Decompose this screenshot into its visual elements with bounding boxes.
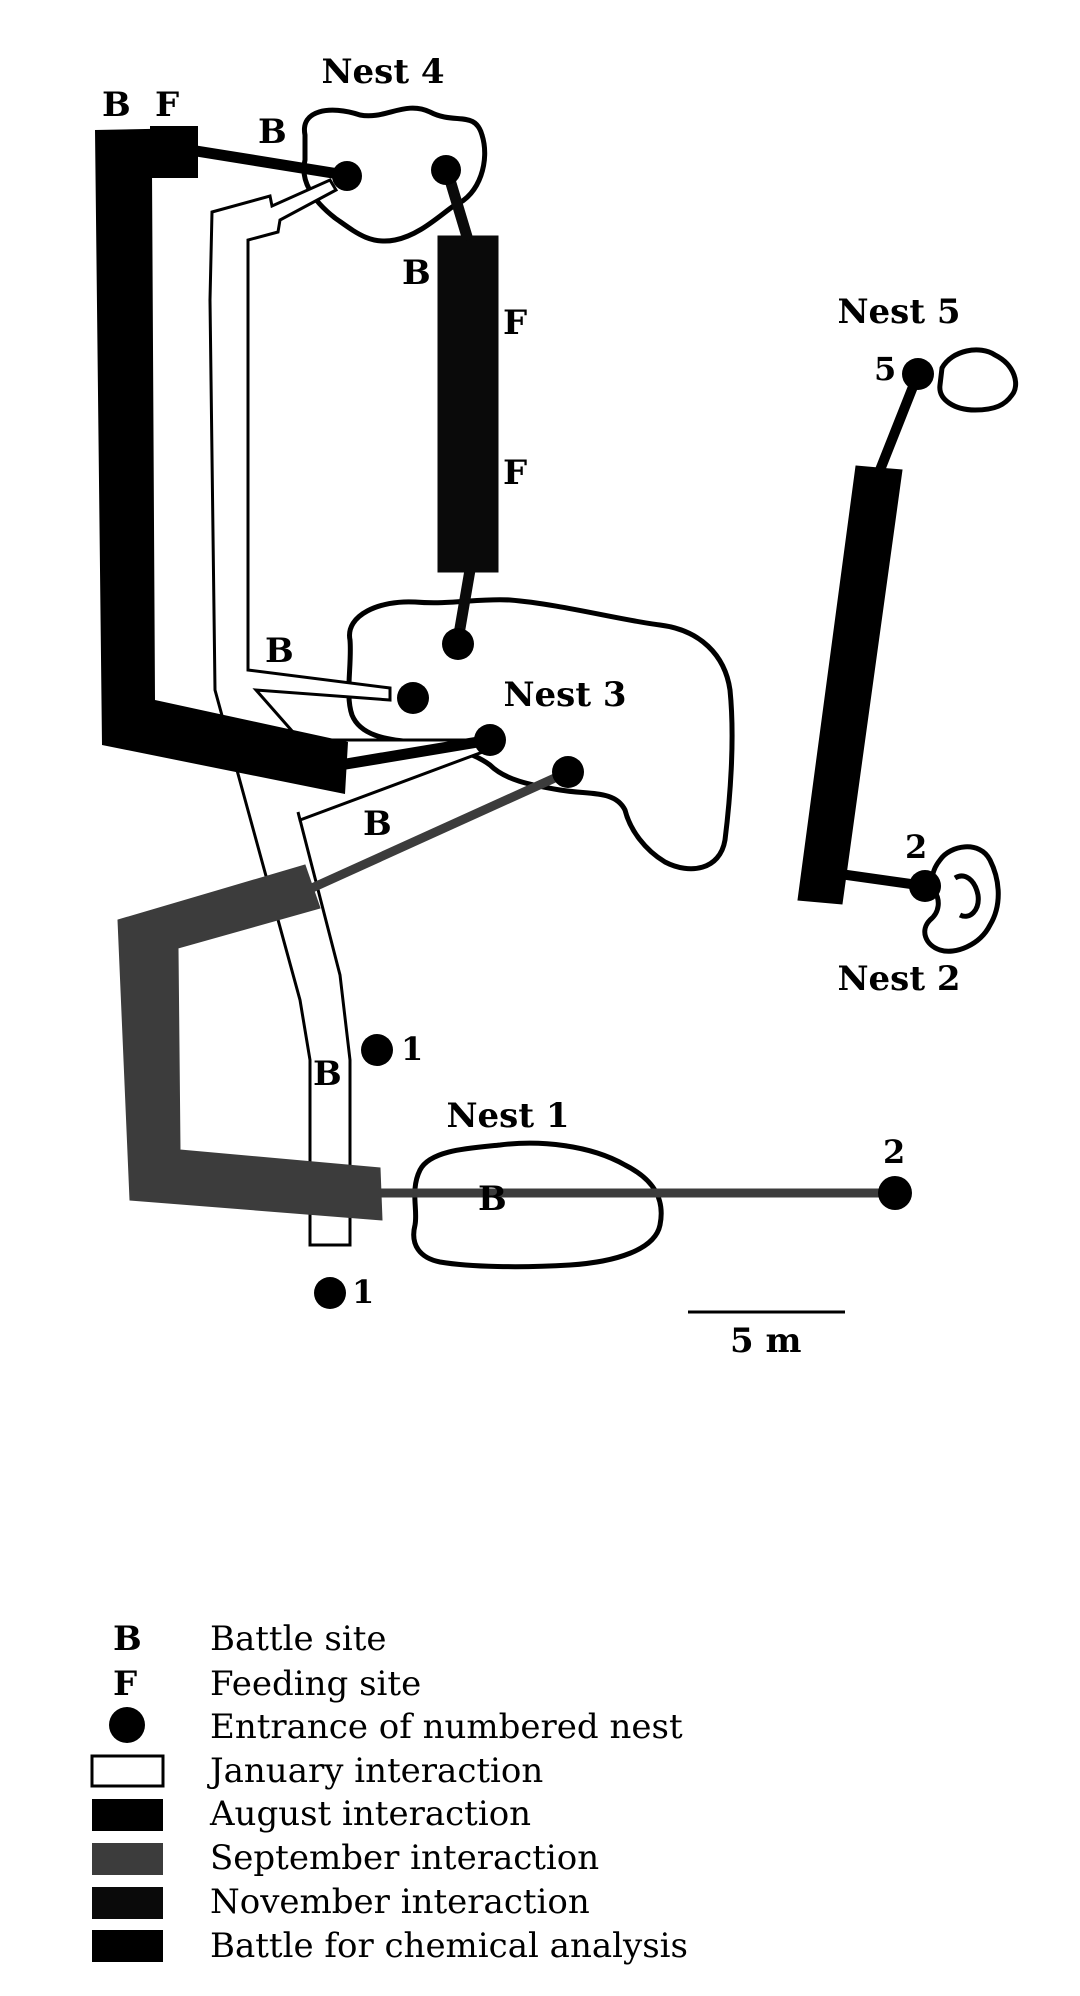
legend-symbol-feeding: F [113, 1664, 137, 1704]
nest-2-title: Nest 2 [837, 959, 960, 999]
legend-swatch-september [92, 1843, 163, 1875]
entrance-number: 1 [401, 1030, 423, 1068]
entrance-1-upper [361, 1034, 393, 1066]
january-interactions [208, 178, 492, 1247]
battle-site-marker: B [363, 804, 392, 844]
january-trail-main [208, 178, 492, 1247]
nest-titles: Nest 4 Nest 5 Nest 3 Nest 2 Nest 1 [321, 52, 960, 1136]
battle-site-marker: B [478, 1179, 507, 1219]
nest-3-outline [346, 597, 735, 872]
august-bar-west [95, 128, 348, 794]
entrance-number: 5 [874, 350, 896, 388]
entrance-nest3-mid [474, 724, 506, 756]
entrance-numbers: 5 2 1 1 2 [352, 350, 927, 1311]
legend-swatch-chemical [92, 1930, 163, 1962]
entrance-nest5 [902, 358, 934, 390]
nest-3-title: Nest 3 [503, 675, 626, 715]
nest-5-outline [937, 347, 1019, 413]
entrance-nest2 [909, 870, 941, 902]
august-interactions [95, 126, 491, 794]
november-interactions [437, 168, 499, 641]
september-bar-west [117, 864, 383, 1221]
nest-1-outline [411, 1140, 664, 1270]
scale-bar: 5 m [688, 1310, 845, 1361]
feeding-site-marker: F [503, 303, 527, 343]
nest-entrances [314, 155, 941, 1309]
legend-text-november: November interaction [210, 1882, 590, 1922]
entrance-number: 1 [352, 1273, 374, 1311]
battle-site-marker: B [258, 112, 287, 152]
nest-5-title: Nest 5 [837, 292, 960, 332]
battle-site-marker: B [313, 1054, 342, 1094]
september-interactions [117, 767, 895, 1221]
legend-symbol-battle: B [113, 1619, 142, 1659]
scale-bar-label: 5 m [730, 1321, 801, 1361]
entrance-nest4-west [332, 161, 362, 191]
legend-entrance-dot [109, 1707, 145, 1743]
nest-4-outline [301, 105, 488, 244]
battle-site-marker: B [402, 253, 431, 293]
august-link-nest4 [189, 144, 346, 181]
september-link-nest3 [310, 767, 570, 893]
entrance-number: 2 [905, 828, 927, 866]
legend: B F Battle site Feeding site Entrance of… [90, 1619, 688, 1966]
legend-text-august: August interaction [209, 1794, 531, 1834]
nest-1-title: Nest 1 [446, 1096, 569, 1136]
legend-text-battle: Battle site [210, 1619, 387, 1659]
legend-swatch-november [92, 1887, 163, 1919]
site-markers: B F B B F F B B B B [102, 85, 527, 1219]
legend-text-feeding: Feeding site [210, 1664, 421, 1704]
chemical-link-nest5 [875, 372, 923, 472]
entrance-nest4-east [431, 155, 461, 185]
nest-2-outline [922, 844, 1001, 954]
legend-text-january: January interaction [207, 1751, 543, 1791]
entrance-nest3-top [442, 628, 474, 660]
chemical-battle-interactions [797, 372, 926, 905]
august-link-nest3 [339, 734, 491, 771]
chemical-battle-bar [797, 465, 903, 905]
entrance-nest3-left [397, 682, 429, 714]
legend-text-entrance: Entrance of numbered nest [210, 1707, 683, 1747]
battle-site-marker: B [265, 631, 294, 671]
legend-swatch-january [90, 1754, 165, 1788]
november-bar-nest4-nest3 [437, 235, 499, 573]
legend-swatch-august [92, 1799, 163, 1831]
feeding-site-marker: F [155, 85, 179, 125]
entrance-1-lower [314, 1277, 346, 1309]
feeding-site-marker: F [503, 453, 527, 493]
battle-site-marker: B [102, 85, 131, 125]
entrance-number: 2 [883, 1133, 905, 1171]
entrance-nest3-right [552, 756, 584, 788]
legend-text-september: September interaction [210, 1838, 599, 1878]
nest-4-title: Nest 4 [321, 52, 444, 92]
entrance-2-east [878, 1176, 912, 1210]
legend-text-chemical: Battle for chemical analysis [210, 1926, 688, 1966]
